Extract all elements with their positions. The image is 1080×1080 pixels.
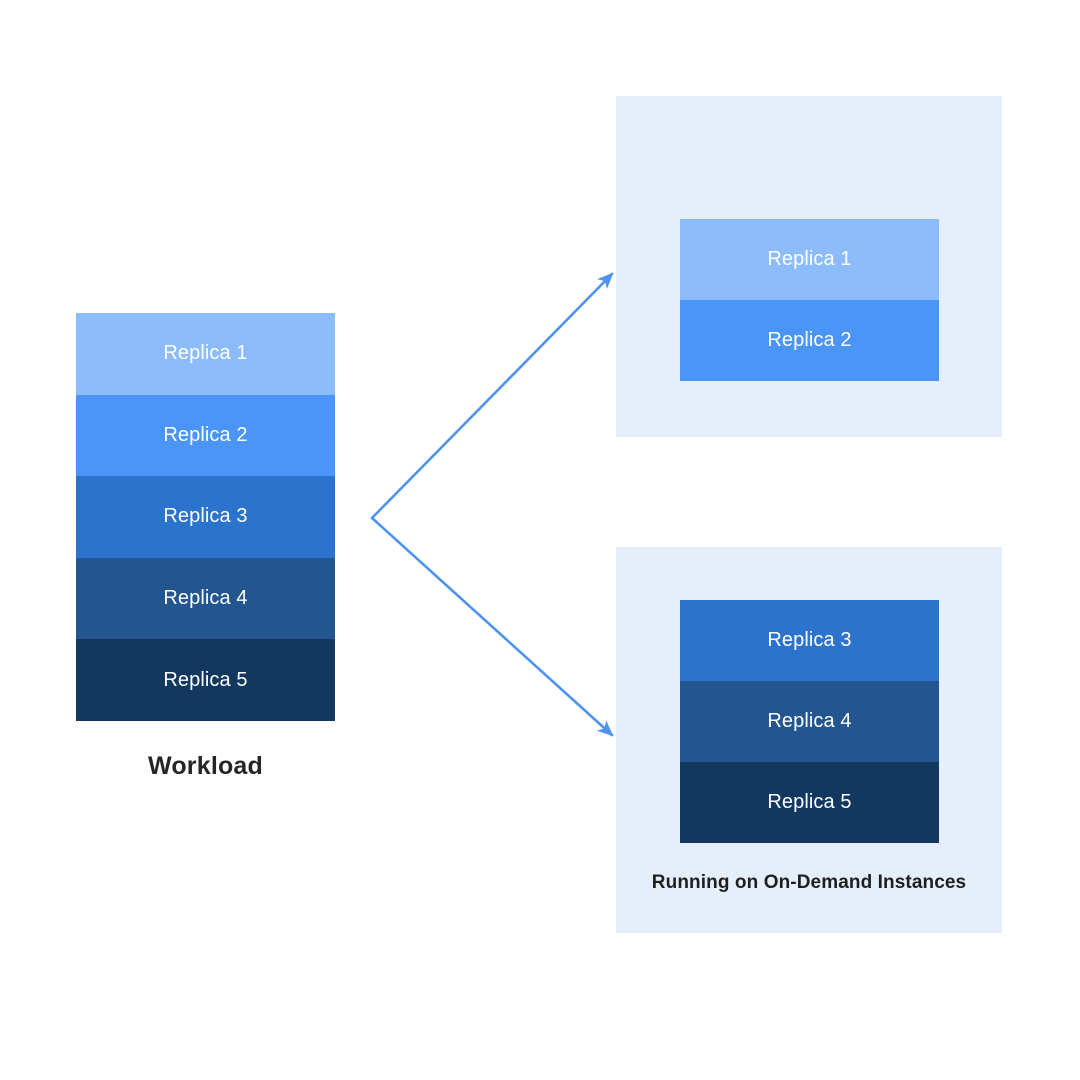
workload-stack: Replica 1 Replica 2 Replica 3 Replica 4 … [76, 313, 335, 721]
replica-label: Replica 5 [163, 668, 248, 691]
ondemand-replica-row: Replica 3 [680, 600, 939, 681]
replica-label: Replica 4 [163, 587, 248, 610]
panel-title-ondemand: Running on On-Demand Instances [651, 872, 967, 893]
replica-label: Replica 1 [163, 342, 248, 365]
spot-replica-row: Replica 1 [680, 219, 939, 300]
workload-caption: Workload [147, 752, 264, 780]
ondemand-replica-row: Replica 5 [680, 762, 939, 843]
replica-label: Replica 4 [767, 710, 852, 732]
replica-label: Replica 2 [767, 329, 852, 351]
arrow-to-ondemand [370, 516, 614, 737]
replica-label: Replica 1 [767, 248, 852, 270]
panel-ondemand-instances: Replica 3 Replica 4 Replica 5 Running on… [616, 547, 1002, 933]
arrow-to-spot [370, 272, 614, 520]
replica-label: Replica 5 [767, 791, 852, 813]
ondemand-replica-stack: Replica 3 Replica 4 Replica 5 [680, 600, 939, 843]
workload-replica-row: Replica 1 [76, 313, 335, 395]
workload-replica-row: Replica 3 [76, 476, 335, 558]
workload-replica-row: Replica 2 [76, 394, 335, 477]
panel-spot-instances: Running on Spot Instances Replica 1 Repl… [616, 96, 1002, 437]
spot-replica-row: Replica 2 [680, 300, 939, 381]
workload-replica-row: Replica 5 [76, 639, 335, 721]
replica-label: Replica 3 [767, 629, 852, 651]
workload-replica-row: Replica 4 [76, 557, 335, 640]
ondemand-replica-row: Replica 4 [680, 681, 939, 762]
spot-replica-stack: Replica 1 Replica 2 [680, 219, 939, 381]
replica-label: Replica 2 [163, 423, 248, 446]
replica-label: Replica 3 [163, 505, 248, 528]
